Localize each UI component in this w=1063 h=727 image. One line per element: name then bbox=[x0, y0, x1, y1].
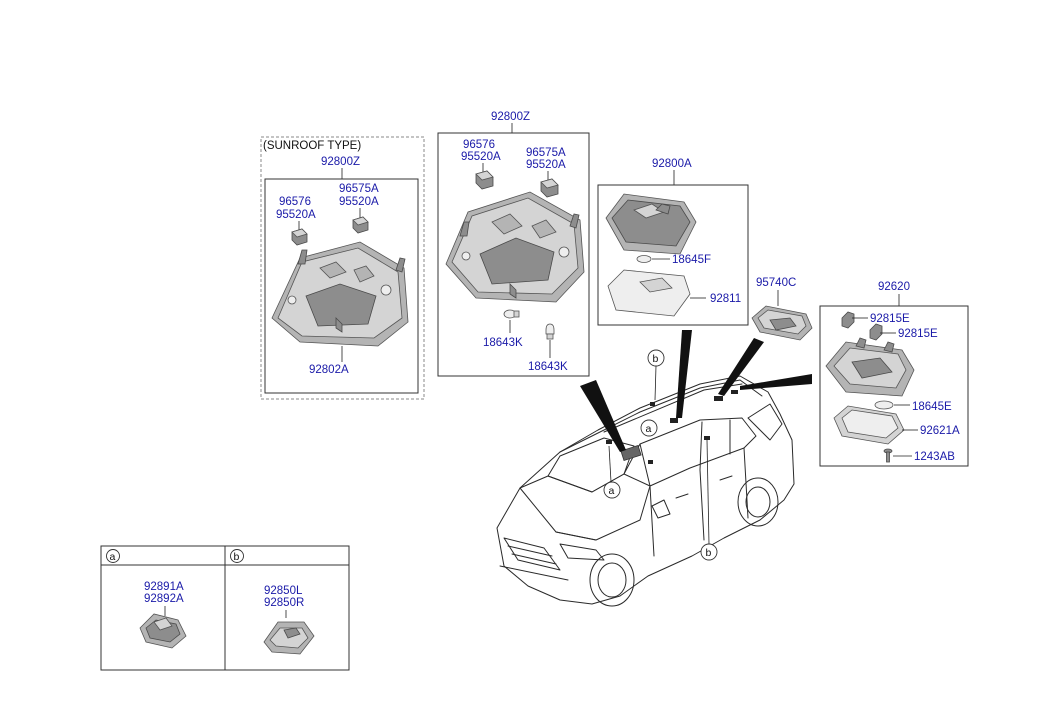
room-assy-part-number[interactable]: 92620 bbox=[878, 281, 910, 293]
sunroof-lamp-l-part-number-2[interactable]: 95520A bbox=[276, 209, 316, 221]
wedge-room-lamp bbox=[740, 374, 812, 390]
std-assy-part-number[interactable]: 92800Z bbox=[491, 111, 530, 123]
std-lamp-l-part-number-2[interactable]: 95520A bbox=[461, 151, 501, 163]
callout-a-low-text: a bbox=[609, 485, 615, 497]
std-lamp-l-part-number[interactable]: 96576 bbox=[463, 139, 495, 151]
room-lamp-marker-1 bbox=[714, 396, 723, 401]
room-lens-part-number[interactable]: 92621A bbox=[920, 425, 960, 437]
room-socket-2-part bbox=[869, 323, 883, 341]
sunroof-type-group: (SUNROOF TYPE) 92800Z 96576 95520A 96575… bbox=[260, 136, 425, 400]
room-lamp-group: 92620 92815E 92815E 18645E 92 bbox=[819, 281, 969, 467]
legend-a-part bbox=[139, 613, 187, 649]
legend-a-part-number-2[interactable]: 92892A bbox=[144, 593, 184, 605]
wedge-std-console bbox=[580, 380, 626, 452]
callout-a-mid: a bbox=[640, 419, 658, 437]
standard-console-group: 92800Z 96576 95520A 96575A 95520A bbox=[437, 111, 590, 377]
std-bulb-1-part-number[interactable]: 18643K bbox=[483, 337, 523, 349]
room-bulb-part bbox=[874, 400, 894, 410]
sunroof-lamp-l-part-number[interactable]: 96576 bbox=[279, 196, 311, 208]
std-housing-part bbox=[445, 191, 585, 303]
sunroof-assy-part-number[interactable]: 92800Z bbox=[321, 156, 360, 168]
sunroof-housing-part-number[interactable]: 92802A bbox=[309, 364, 349, 376]
roof-lamp-group: 95740C bbox=[751, 277, 813, 341]
roof-lamp-part-number[interactable]: 95740C bbox=[756, 277, 796, 289]
callout-a-low: a bbox=[603, 445, 621, 499]
handle-marker-3 bbox=[648, 460, 653, 464]
legend-a-part-number-1[interactable]: 92891A bbox=[144, 581, 184, 593]
callout-b-low-text: b bbox=[706, 547, 712, 559]
room-socket-1-part bbox=[841, 311, 855, 329]
sunroof-type-label: (SUNROOF TYPE) bbox=[263, 140, 361, 152]
handle-marker-4 bbox=[704, 436, 710, 440]
wedge-roof-lamp bbox=[718, 338, 764, 396]
sunroof-lamp-l-part bbox=[291, 228, 308, 246]
sunroof-housing-part bbox=[271, 241, 409, 347]
std-lamp-r-part-number-2[interactable]: 95520A bbox=[526, 159, 566, 171]
handle-marker-1 bbox=[650, 402, 655, 406]
std-bulb-2-part-number[interactable]: 18643K bbox=[528, 361, 568, 373]
std-bulb-1-part bbox=[503, 309, 520, 319]
room-screw-part-number[interactable]: 1243AB bbox=[914, 451, 955, 463]
std-lamp-l-part bbox=[475, 170, 494, 190]
legend-b-part-number-2[interactable]: 92850R bbox=[264, 597, 304, 609]
room-lamp-marker-2 bbox=[731, 390, 738, 394]
std-assy-box bbox=[437, 132, 590, 377]
room-housing-part bbox=[825, 337, 915, 397]
callout-b-low: b bbox=[700, 439, 718, 561]
map-bulb-part-number[interactable]: 18645F bbox=[672, 254, 711, 266]
roof-console-marker bbox=[620, 444, 642, 462]
std-bulb-2-part bbox=[545, 323, 555, 340]
sunroof-assy-box bbox=[264, 178, 419, 394]
wedge-map-lamp bbox=[676, 330, 692, 418]
legend-table: a b 92891A 92892A 92850L 92850R bbox=[100, 545, 350, 671]
roof-lamp-part bbox=[751, 305, 813, 341]
room-lens-part bbox=[833, 405, 905, 445]
room-socket-1-part-number[interactable]: 92815E bbox=[870, 313, 910, 325]
map-housing-part bbox=[605, 193, 697, 255]
leader-wedges bbox=[580, 330, 812, 452]
map-lamp-marker bbox=[670, 418, 678, 423]
legend-b-part bbox=[263, 621, 315, 655]
vehicle-illustration bbox=[496, 375, 795, 607]
map-bulb-part bbox=[636, 255, 652, 263]
std-lamp-r-part bbox=[540, 178, 559, 198]
sunroof-type-dashed-frame bbox=[260, 136, 425, 400]
legend-b-part-number-1[interactable]: 92850L bbox=[264, 585, 303, 597]
map-assy-box bbox=[597, 184, 749, 326]
callout-b-top-text: b bbox=[653, 353, 659, 365]
room-socket-2-part-number[interactable]: 92815E bbox=[898, 328, 938, 340]
callout-a-mid-text: a bbox=[646, 423, 652, 435]
legend-b-header: b bbox=[234, 551, 240, 563]
room-assy-box bbox=[819, 305, 969, 467]
map-lens-part-number[interactable]: 92811 bbox=[710, 293, 741, 305]
sunroof-lamp-r-part-number-2[interactable]: 95520A bbox=[339, 196, 379, 208]
sunroof-lamp-r-part bbox=[352, 216, 369, 234]
map-lens-part bbox=[607, 269, 691, 317]
legend-a-header: a bbox=[110, 551, 116, 563]
room-screw-part bbox=[883, 448, 893, 463]
sunroof-lamp-r-part-number[interactable]: 96575A bbox=[339, 183, 379, 195]
callout-b-top: b bbox=[647, 349, 665, 401]
map-assy-part-number[interactable]: 92800A bbox=[652, 158, 692, 170]
room-bulb-part-number[interactable]: 18645E bbox=[912, 401, 952, 413]
map-lamp-group: 92800A 18645F 92811 bbox=[597, 158, 749, 326]
std-lamp-r-part-number[interactable]: 96575A bbox=[526, 147, 566, 159]
handle-marker-2 bbox=[606, 440, 612, 444]
